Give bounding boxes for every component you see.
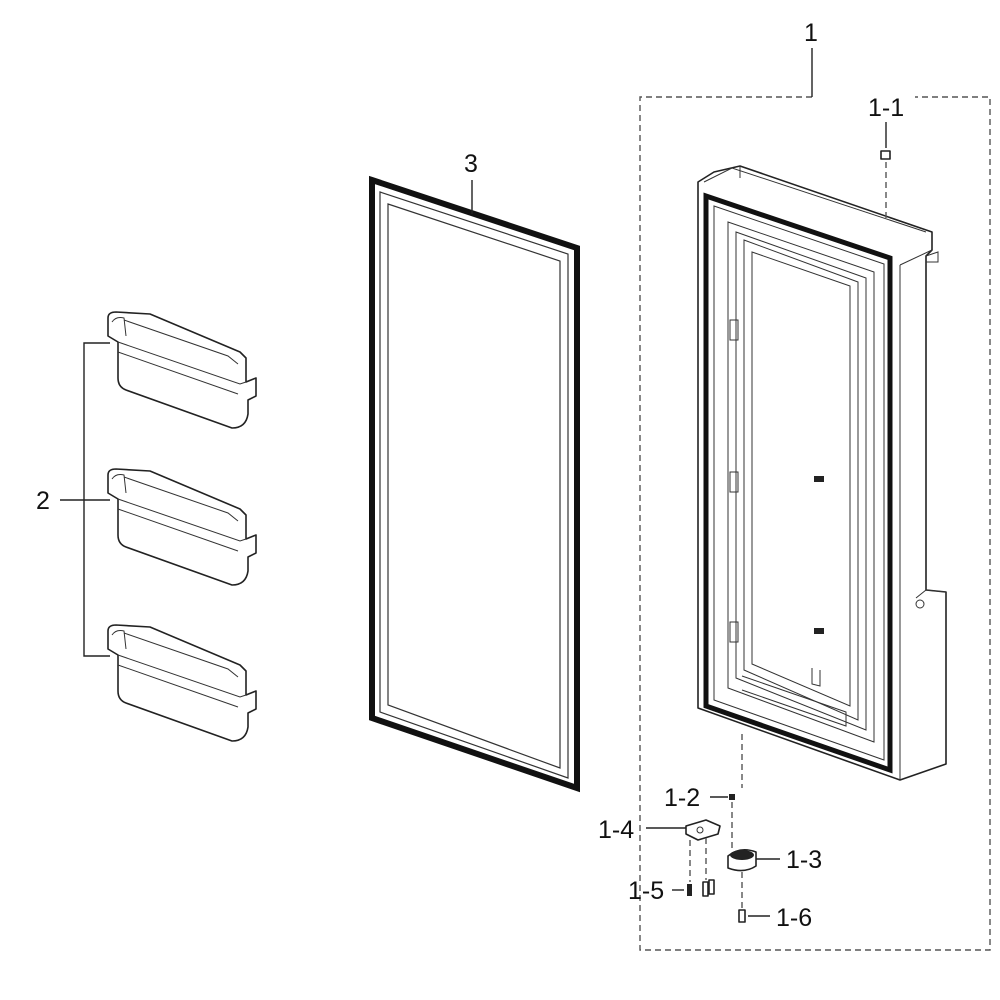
door-guard-bin-top	[107, 311, 257, 429]
door-guard-bin-middle	[107, 468, 257, 586]
door-guard-bins	[60, 311, 257, 742]
label-hinge-cap: 1-1	[868, 94, 904, 122]
assembly-1-boundary	[639, 48, 991, 951]
door-gasket	[369, 175, 580, 793]
door-guard-bin-bottom	[107, 624, 257, 742]
label-gasket: 3	[464, 150, 478, 178]
hinge-cap-part	[880, 122, 891, 218]
hinge-parts	[646, 734, 780, 923]
label-hinge-cam: 1-3	[786, 846, 822, 874]
label-pin: 1-2	[664, 784, 700, 812]
label-assembly: 1	[804, 19, 818, 47]
label-door-guard: 2	[36, 487, 50, 515]
label-bracket: 1-4	[598, 816, 634, 844]
label-screw-b: 1-6	[776, 904, 812, 932]
door-assembly	[697, 165, 947, 781]
label-screw-a: 1-5	[628, 877, 664, 905]
